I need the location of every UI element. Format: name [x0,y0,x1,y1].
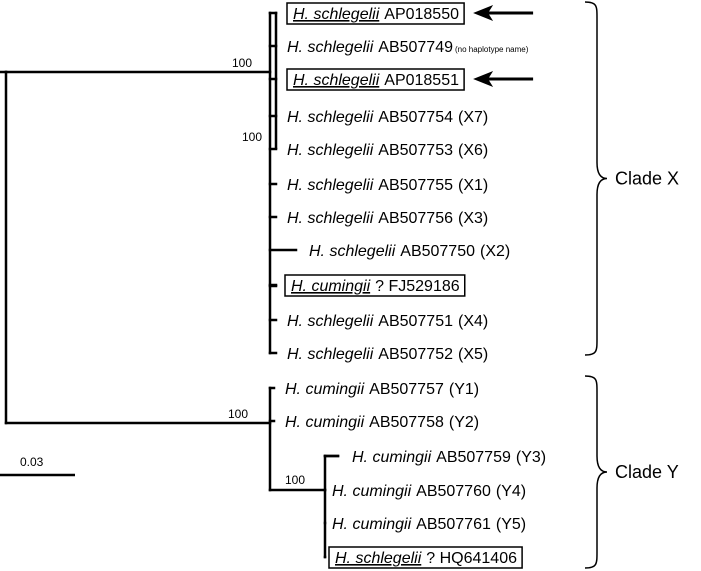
species-name: H. cumingii [291,278,371,295]
species-name: H. schlegelii [287,142,374,159]
accession-number: ? FJ529186 [375,278,460,295]
species-name: H. schlegelii [309,243,396,260]
haplotype-note: (X4) [458,313,488,330]
arrow-icon [473,5,494,21]
haplotype-note: (X6) [458,142,488,159]
haplotype-note: (no haplotype name) [455,45,529,54]
accession-number: AB507749 [378,39,453,56]
species-name: H. schlegelii [287,39,374,56]
accession-number: AB507757 [369,381,444,398]
clade-label: Clade Y [615,462,679,482]
clade-brace [584,375,608,569]
species-name: H. schlegelii [293,72,380,89]
highlight-box [328,546,523,569]
accession-number: AB507751 [378,313,453,330]
haplotype-note: (X1) [458,177,488,194]
support-values: 100 100 100 100 [228,56,305,487]
haplotype-note: (Y3) [516,449,546,466]
haplotype-note: (X2) [480,243,510,260]
highlight-box [286,68,465,91]
bootstrap-support-value: 100 [242,130,262,144]
species-name: H. cumingii [332,483,412,500]
accession-number: AB507759 [436,449,511,466]
species-name: H. schlegelii [287,210,374,227]
species-name: H. cumingii [352,449,432,466]
accession-number: AP018550 [384,6,459,23]
bootstrap-support-value: 100 [285,473,305,487]
accession-number: AB507752 [378,346,453,363]
haplotype-note: (Y4) [496,483,526,500]
scale-bar-label: 0.03 [20,455,44,469]
accession-number: AB507750 [400,243,475,260]
haplotype-note: (X3) [458,210,488,227]
accession-number: AB507760 [416,483,491,500]
clade-brackets: Clade X Clade Y [584,1,679,569]
accession-number: AB507754 [378,109,453,126]
haplotype-note: (Y2) [449,414,479,431]
haplotype-note: (X7) [458,109,488,126]
accession-number: AB507758 [369,414,444,431]
species-name: H. schlegelii [287,109,374,126]
accession-number: AB507761 [416,516,491,533]
species-name: H. schlegelii [335,550,422,567]
clade-brace [584,1,608,356]
bootstrap-support-value: 100 [228,407,248,421]
species-name: H. schlegelii [287,346,374,363]
species-name: H. schlegelii [287,177,374,194]
haplotype-note: (Y5) [496,516,526,533]
accession-number: ? HQ641406 [426,550,517,567]
haplotype-note: (X5) [458,346,488,363]
species-name: H. cumingii [285,381,365,398]
tree-branches [0,11,340,559]
scale-bar: 0.03 [0,455,75,477]
haplotype-note: (Y1) [449,381,479,398]
species-name: H. cumingii [285,414,365,431]
accession-number: AP018551 [384,72,459,89]
species-name: H. schlegelii [287,313,374,330]
accession-number: AB507756 [378,210,453,227]
species-name: H. cumingii [332,516,412,533]
accession-number: AB507755 [378,177,453,194]
clade-label: Clade X [615,169,679,189]
species-name: H. schlegelii [293,6,380,23]
accession-number: AB507753 [378,142,453,159]
bootstrap-support-value: 100 [232,56,252,70]
highlight-box [284,274,466,297]
highlight-box [286,2,465,25]
taxon-label: H. schlegelii? HQ641406 [335,550,517,567]
taxon-label: H. cumingii? FJ529186 [291,278,460,295]
arrow-icon [473,71,494,87]
